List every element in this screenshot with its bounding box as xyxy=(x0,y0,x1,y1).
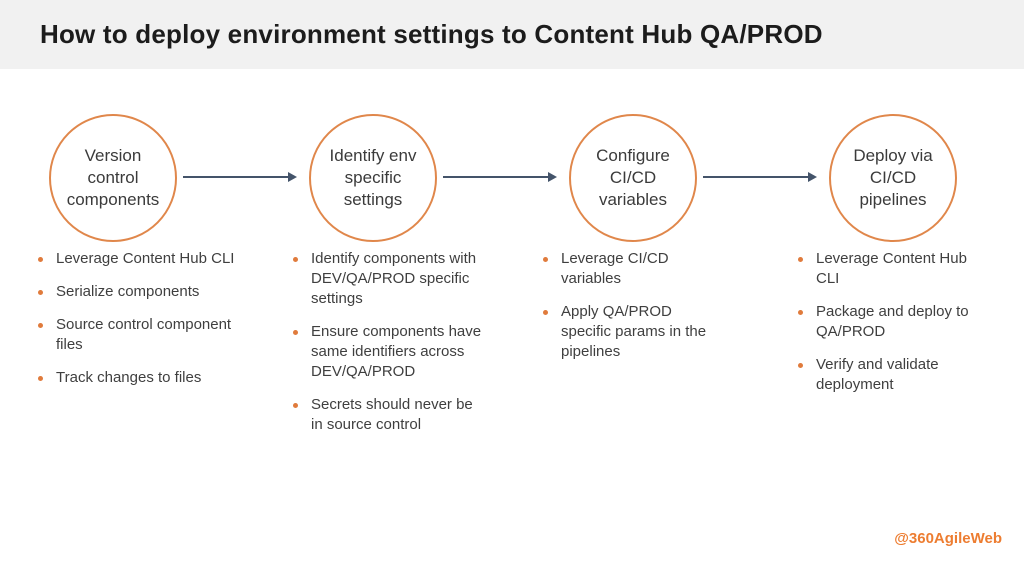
bullet-item: Package and deploy to QA/PROD xyxy=(798,302,988,342)
step-circle-version-control: Version control components xyxy=(49,114,177,242)
flow-arrow-2 xyxy=(443,171,557,183)
step-circle-label: Version control components xyxy=(66,146,160,209)
bullet-item: Leverage Content Hub CLI xyxy=(38,249,256,269)
slide-title: How to deploy environment settings to Co… xyxy=(40,19,823,49)
bullet-item: Apply QA/PROD specific params in the pip… xyxy=(543,302,719,362)
bullet-text: Verify and validate deployment xyxy=(816,356,939,393)
bullet-item: Leverage Content Hub CLI xyxy=(798,249,988,289)
bullet-text: Apply QA/PROD specific params in the pip… xyxy=(561,303,707,360)
bullet-dot xyxy=(38,376,43,381)
bullet-text: Package and deploy to QA/PROD xyxy=(816,303,969,340)
step-bullets-configure-variables: Leverage CI/CD variables Apply QA/PROD s… xyxy=(543,249,719,375)
step-bullets-version-control: Leverage Content Hub CLI Serialize compo… xyxy=(38,249,256,401)
bullet-text: Leverage CI/CD variables xyxy=(561,250,669,287)
step-bullets-deploy-pipelines: Leverage Content Hub CLI Package and dep… xyxy=(798,249,988,408)
arrow-line xyxy=(443,176,549,178)
step-circle-label: Identify env specific settings xyxy=(329,146,417,209)
step-circle-deploy-pipelines: Deploy via CI/CD pipelines xyxy=(829,114,957,242)
bullet-text: Track changes to files xyxy=(56,369,202,386)
bullet-dot xyxy=(38,323,43,328)
bullet-item: Track changes to files xyxy=(38,368,256,388)
bullet-text: Source control component files xyxy=(56,316,232,353)
arrow-line xyxy=(703,176,809,178)
bullet-dot xyxy=(293,257,298,262)
bullet-dot xyxy=(543,257,548,262)
bullet-dot xyxy=(293,330,298,335)
bullet-text: Serialize components xyxy=(56,283,200,300)
bullet-item: Identify components with DEV/QA/PROD spe… xyxy=(293,249,483,309)
bullet-dot xyxy=(798,363,803,368)
bullet-dot xyxy=(798,257,803,262)
bullet-text: Secrets should never be in source contro… xyxy=(311,396,473,433)
bullet-item: Secrets should never be in source contro… xyxy=(293,395,483,435)
bullet-dot xyxy=(293,403,298,408)
arrow-line xyxy=(183,176,289,178)
flow-arrow-1 xyxy=(183,171,297,183)
title-bar: How to deploy environment settings to Co… xyxy=(0,0,1024,69)
arrow-head-icon xyxy=(288,172,297,182)
bullet-text: Identify components with DEV/QA/PROD spe… xyxy=(311,250,477,307)
bullet-dot xyxy=(543,310,548,315)
step-circle-label: Deploy via CI/CD pipelines xyxy=(853,146,933,209)
bullet-text: Ensure components have same identifiers … xyxy=(311,323,482,380)
arrow-head-icon xyxy=(548,172,557,182)
bullet-item: Leverage CI/CD variables xyxy=(543,249,719,289)
bullet-dot xyxy=(798,310,803,315)
step-circle-configure-variables: Configure CI/CD variables xyxy=(569,114,697,242)
step-bullets-identify-settings: Identify components with DEV/QA/PROD spe… xyxy=(293,249,483,448)
bullet-item: Source control component files xyxy=(38,315,256,355)
step-circle-identify-settings: Identify env specific settings xyxy=(309,114,437,242)
bullet-text: Leverage Content Hub CLI xyxy=(56,250,235,267)
bullet-item: Ensure components have same identifiers … xyxy=(293,322,483,382)
bullet-text: Leverage Content Hub CLI xyxy=(816,250,967,287)
bullet-dot xyxy=(38,257,43,262)
arrow-head-icon xyxy=(808,172,817,182)
bullet-item: Verify and validate deployment xyxy=(798,355,988,395)
flow-arrow-3 xyxy=(703,171,817,183)
step-circle-label: Configure CI/CD variables xyxy=(596,146,670,209)
bullet-dot xyxy=(38,290,43,295)
watermark: @360AgileWeb xyxy=(894,530,1002,547)
bullet-item: Serialize components xyxy=(38,282,256,302)
